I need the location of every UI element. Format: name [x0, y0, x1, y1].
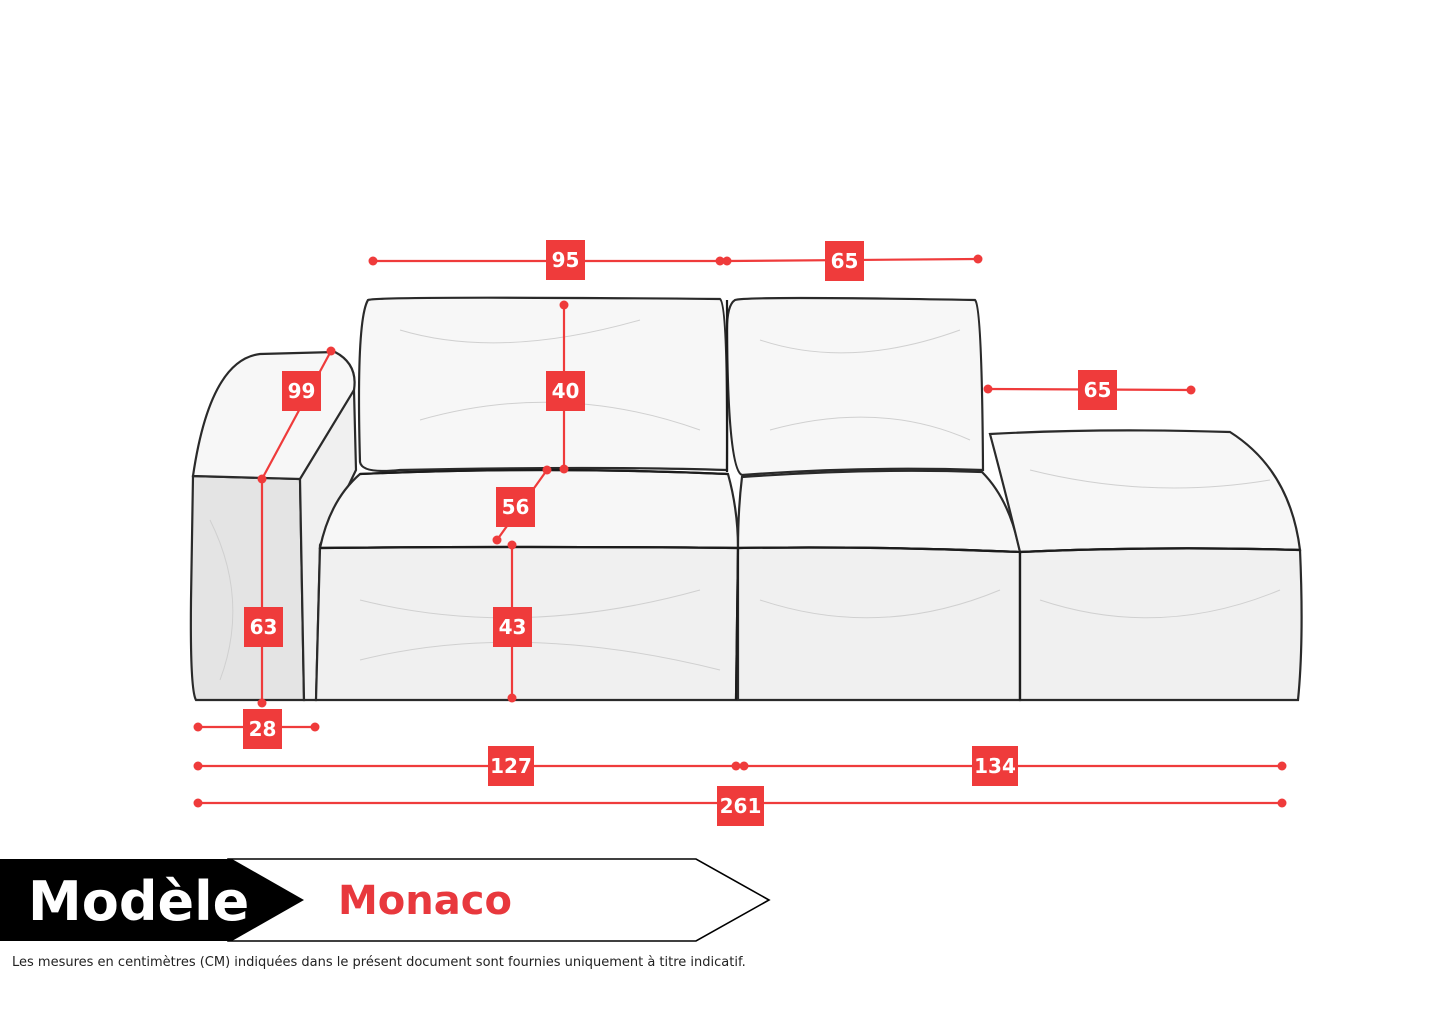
chaise-top [988, 429, 1302, 554]
dimension-label-99: 99 [282, 371, 321, 411]
svg-text:65: 65 [831, 249, 859, 273]
base-front-middle [736, 546, 1022, 702]
model-banner: Modèle Monaco [0, 858, 771, 942]
dimension-label-65-chaise: 65 [1078, 370, 1117, 410]
svg-text:127: 127 [490, 754, 532, 778]
svg-text:134: 134 [974, 754, 1016, 778]
back-cushion-right [725, 296, 985, 477]
svg-text:99: 99 [288, 379, 316, 403]
svg-text:43: 43 [499, 615, 527, 639]
disclaimer-text: Les mesures en centimètres (CM) indiquée… [12, 955, 746, 970]
svg-text:95: 95 [552, 248, 580, 272]
svg-text:63: 63 [250, 615, 278, 639]
dimension-label-28: 28 [243, 709, 282, 749]
seat-cushion-middle [736, 469, 1022, 554]
dimension-label-127: 127 [488, 746, 534, 786]
back-cushion-left [357, 296, 729, 473]
svg-text:261: 261 [720, 794, 762, 818]
dimension-label-261: 261 [717, 786, 764, 826]
dimension-label-40: 40 [546, 371, 585, 411]
dimension-label-95: 95 [546, 240, 585, 280]
model-name: Monaco [338, 878, 512, 924]
model-label-banner [0, 859, 304, 941]
svg-text:28: 28 [249, 717, 277, 741]
dimension-label-134: 134 [972, 746, 1018, 786]
dimension-label-43: 43 [493, 607, 532, 647]
model-label: Modèle [28, 870, 249, 933]
dimension-label-56: 56 [496, 487, 535, 527]
armrest-side [189, 474, 306, 702]
svg-text:56: 56 [502, 495, 530, 519]
svg-text:40: 40 [552, 379, 580, 403]
dimension-label-65-back: 65 [825, 241, 864, 281]
dimension-label-63: 63 [244, 607, 283, 647]
base-front-right [1018, 547, 1303, 702]
sofa-illustration [189, 296, 1303, 702]
svg-text:65: 65 [1084, 378, 1112, 402]
